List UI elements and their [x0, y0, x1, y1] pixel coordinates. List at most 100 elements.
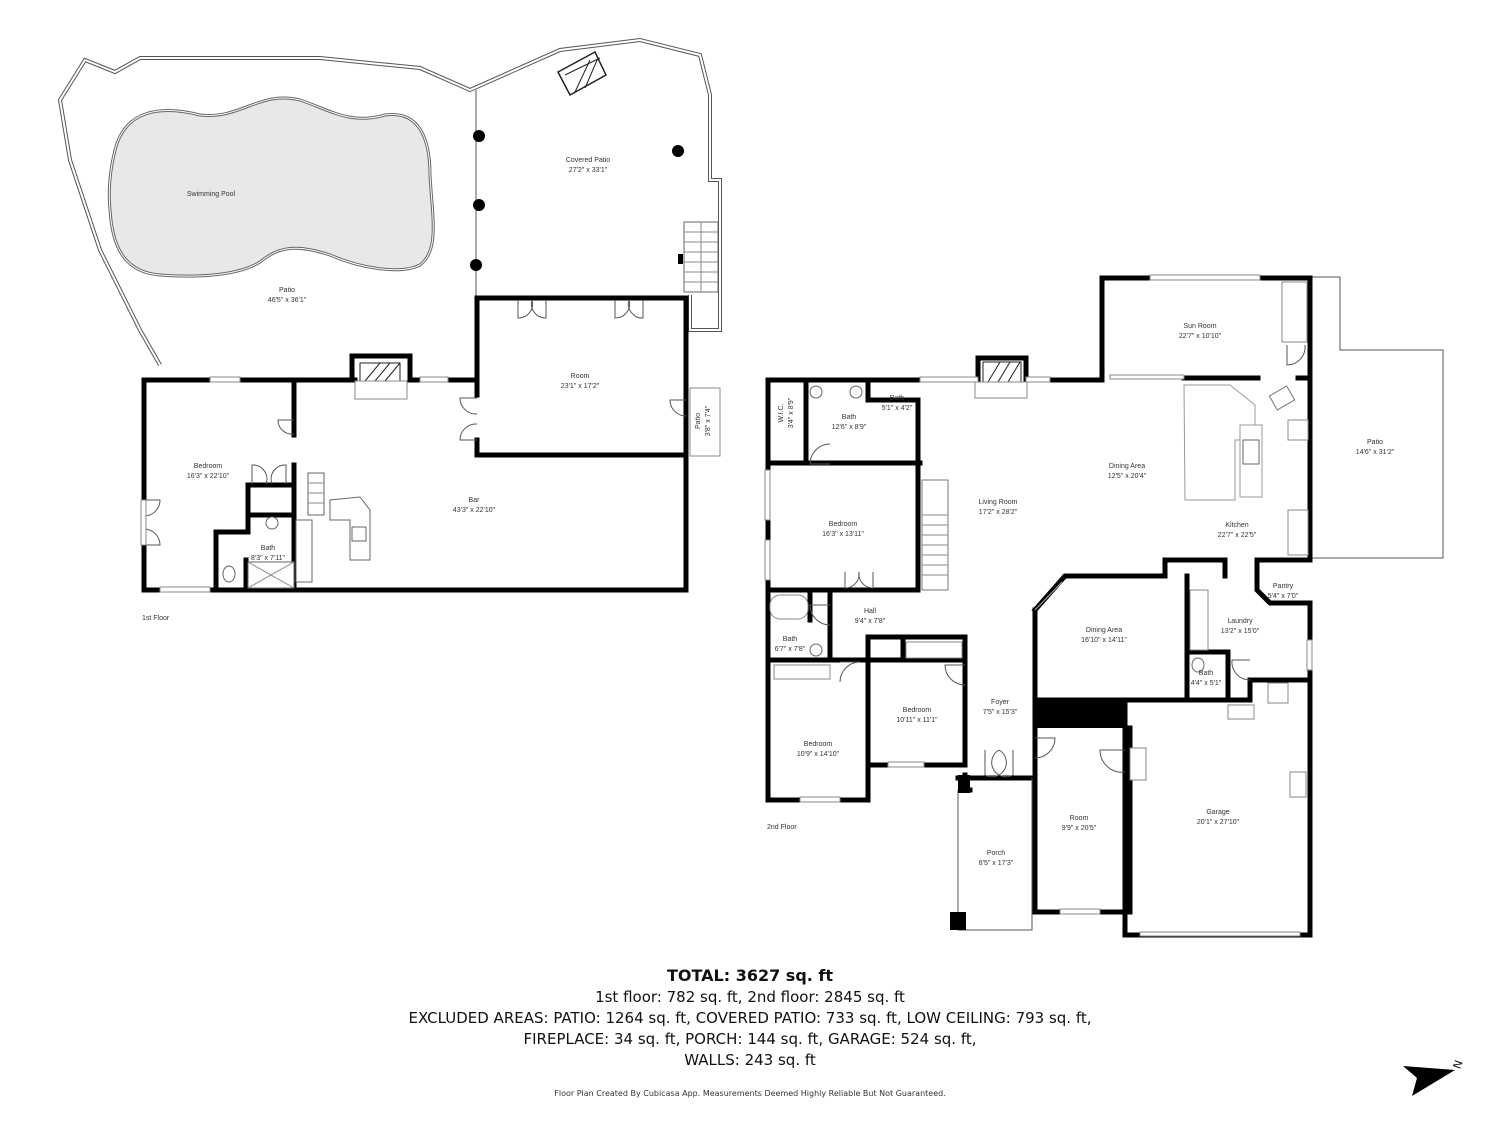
- room-dimensions: 16'3" x 13'11": [822, 531, 864, 538]
- north-arrow-icon: [1403, 1066, 1455, 1096]
- room-label-bedroom: Bedroom 16'3" x 22'10": [187, 462, 229, 482]
- room-label-room: Room 23'1" x 17'2": [561, 372, 599, 392]
- room-dimensions: 5'4" x 7'0": [1267, 593, 1299, 600]
- room-label-wic: W.I.C. 3'4" x 8'9": [777, 398, 797, 429]
- room-name: Room: [1069, 815, 1089, 822]
- outdoor-stairs: [678, 221, 719, 293]
- low-ceiling-block: [1035, 700, 1125, 728]
- floor-label-1st: 1st Floor: [142, 615, 170, 622]
- room-name: Bath: [1198, 670, 1214, 677]
- room-dimensions: 14'6" x 31'2": [1355, 449, 1395, 456]
- room-label-patio-2: Patio 14'6" x 31'2": [1356, 438, 1394, 458]
- room-name: Bath: [260, 545, 276, 552]
- excluded-areas-line-1: EXCLUDED AREAS: PATIO: 1264 sq. ft, COVE…: [408, 1009, 1092, 1027]
- room-label-hall: Hall 9'4" x 7'8": [855, 607, 886, 627]
- swimming-pool: [107, 96, 435, 278]
- room-dimensions: 6'7" x 7'8": [774, 646, 806, 653]
- room-dimensions: 43'3" x 22'10": [452, 507, 496, 514]
- room-name: Foyer: [991, 699, 1009, 706]
- second-floor-fixtures: [769, 281, 1309, 798]
- room-dimensions: 16'10" x 14'11": [1081, 637, 1127, 644]
- room-name: Pantry: [1272, 583, 1294, 590]
- room-name: Bedroom: [193, 463, 223, 470]
- room-name: Hall: [863, 608, 877, 615]
- room-name: Bedroom: [902, 707, 932, 714]
- porch-outline: [950, 775, 1033, 931]
- second-floor-fireplace: [982, 361, 1022, 383]
- room-name: Garage: [1206, 809, 1230, 816]
- room-name: Kitchen: [1225, 522, 1249, 529]
- room-label-dining-area: Dining Area 12'5" x 20'4": [1108, 462, 1146, 482]
- patio-outline: [57, 37, 722, 366]
- room-label-bar: Bar 43'3" x 22'10": [453, 496, 495, 516]
- room-name: Laundry: [1227, 618, 1253, 625]
- room-dimensions: 17'2" x 28'2": [978, 509, 1018, 516]
- total-area: TOTAL: 3627 sq. ft: [666, 966, 834, 985]
- room-name: Covered Patio: [565, 157, 611, 164]
- room-name: Porch: [986, 850, 1006, 857]
- room-name: Bath: [782, 636, 798, 643]
- room-name: Patio: [1367, 439, 1383, 446]
- room-label-small-bath: Bath 5'1" x 4'2": [882, 394, 913, 414]
- room-name: Sun Room: [1183, 323, 1217, 330]
- room-label-patio: Patio 46'5" x 36'1": [268, 286, 306, 306]
- floor-label-2nd: 2nd Floor: [767, 824, 797, 831]
- room-name: W.I.C.: [778, 403, 785, 423]
- room-dimensions: 10'11" x 11'1": [896, 717, 938, 724]
- room-dimensions: 9'4" x 7'8": [854, 618, 886, 625]
- room-label-laundry-bath: Bath 4'4" x 5'1": [1191, 669, 1222, 689]
- room-dimensions: 8'5" x 17'3": [978, 860, 1014, 867]
- room-dimensions: 12'6" x 8'9": [831, 424, 867, 431]
- floor-plan-drawing: [57, 37, 1444, 938]
- room-label-swimming-pool: Swimming Pool: [187, 190, 235, 200]
- room-label-dining-area-2: Dining Area 16'10" x 14'11": [1081, 626, 1127, 646]
- room-dimensions: 16'3" x 22'10": [186, 473, 230, 480]
- room-label-porch: Porch 8'5" x 17'3": [979, 849, 1014, 869]
- room-dimensions: 3'4" x 8'9": [788, 397, 795, 429]
- room-dimensions: 27'2" x 33'1": [568, 167, 608, 174]
- first-floor-walls: [141, 295, 689, 593]
- second-floor-patio: [1312, 276, 1444, 559]
- room-name: Living Room: [978, 499, 1018, 506]
- room-name: Bar: [468, 497, 480, 504]
- room-label-bedroom-2: Bedroom 10'11" x 11'1": [896, 706, 937, 726]
- excluded-areas-line-2: FIREPLACE: 34 sq. ft, PORCH: 144 sq. ft,…: [523, 1030, 977, 1048]
- disclaimer: Floor Plan Created By Cubicasa App. Meas…: [554, 1089, 946, 1098]
- first-floor-fixtures: [143, 299, 721, 589]
- room-dimensions: 10'9" x 14'10": [796, 751, 840, 758]
- room-label-garage: Garage 20'1" x 27'10": [1197, 808, 1239, 828]
- room-label-laundry: Laundry 13'2" x 15'0": [1221, 617, 1259, 637]
- room-name: Patio: [279, 287, 295, 294]
- room-label-kitchen: Kitchen 22'7" x 22'5": [1218, 521, 1256, 541]
- room-label-foyer: Foyer 7'5" x 15'3": [983, 698, 1018, 718]
- room-dimensions: 22'7" x 10'10": [1178, 333, 1222, 340]
- room-name: Bedroom: [803, 741, 833, 748]
- room-label-living-room: Living Room 17'2" x 28'2": [979, 498, 1018, 518]
- room-name: Room: [570, 373, 590, 380]
- room-name: Bath: [889, 395, 905, 402]
- room-label-sun-room: Sun Room 22'7" x 10'10": [1179, 322, 1221, 342]
- room-name: Patio: [695, 413, 702, 429]
- room-dimensions: 13'2" x 15'0": [1220, 628, 1260, 635]
- room-label-bath: Bath 8'3" x 7'11": [251, 544, 285, 564]
- room-label-covered-patio: Covered Patio 27'2" x 33'1": [566, 156, 610, 176]
- room-name: Bath: [841, 414, 857, 421]
- room-name: Swimming Pool: [186, 191, 236, 198]
- room-dimensions: 8'3" x 7'11": [251, 555, 285, 562]
- room-name: Dining Area: [1108, 463, 1146, 470]
- room-dimensions: 4'4" x 5'1": [1190, 680, 1222, 687]
- room-dimensions: 22'7" x 22'5": [1217, 532, 1257, 539]
- room-dimensions: 5'1" x 4'2": [881, 405, 913, 412]
- outdoor-fireplace: [556, 50, 607, 97]
- room-label-bedroom-3: Bedroom 10'9" x 14'10": [797, 740, 839, 760]
- room-dimensions: 7'5" x 15'3": [982, 709, 1018, 716]
- room-dimensions: 46'5" x 36'1": [267, 297, 307, 304]
- compass: N: [1400, 1058, 1466, 1102]
- room-dimensions: 9'9" x 20'5": [1061, 825, 1097, 832]
- patio-columns: [470, 130, 684, 271]
- room-name: Dining Area: [1085, 627, 1123, 634]
- room-dimensions: 20'1" x 27'10": [1196, 819, 1240, 826]
- room-label-room-2: Room 9'9" x 20'5": [1062, 814, 1097, 834]
- room-dimensions: 12'5" x 20'4": [1107, 473, 1147, 480]
- room-dimensions: 3'8" x 7'4": [705, 405, 712, 437]
